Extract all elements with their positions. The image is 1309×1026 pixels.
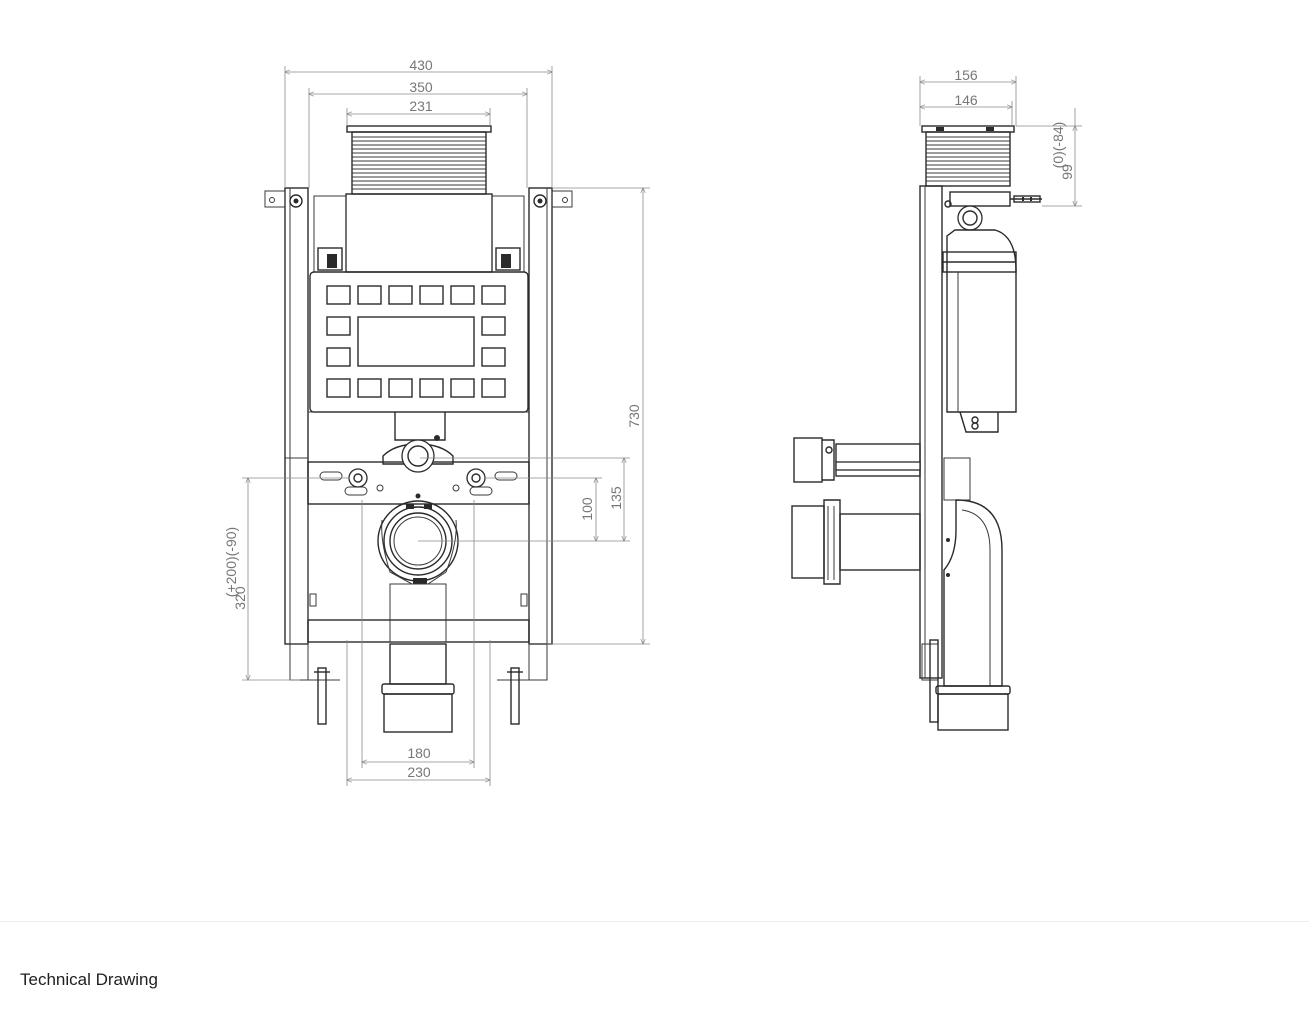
frame-legs [264, 187, 573, 725]
dim-label-350: 350 [409, 79, 433, 95]
cistern-body [309, 193, 529, 413]
dim-label-320: 320 [232, 586, 248, 610]
drawing-caption: Technical Drawing [20, 970, 158, 989]
dim-label-320-tolerance: (+200)(-90) [223, 527, 239, 597]
side-cistern [942, 191, 1042, 433]
dim-label-99-tolerance: (0)(-84) [1050, 122, 1066, 169]
footer-divider [0, 921, 1309, 922]
dim-label-135: 135 [608, 486, 624, 510]
dim-label-430: 430 [409, 57, 433, 73]
dim-label-100: 100 [579, 497, 595, 521]
side-dimensions [920, 76, 1082, 206]
dim-label-230: 230 [407, 764, 431, 780]
side-waste-bend [791, 499, 1011, 731]
front-view: 430 350 231 730 135 100 320 (+200)(-90) … [223, 57, 650, 786]
side-flush-pipe [793, 437, 971, 501]
dim-label-99: 99 [1059, 164, 1075, 180]
side-view: 156 146 99 (0)(-84) [791, 67, 1082, 731]
dim-label-231: 231 [409, 98, 433, 114]
side-dimension-labels: 156 146 99 (0)(-84) [954, 67, 1075, 180]
lower-frame [307, 411, 530, 733]
dim-label-180: 180 [407, 745, 431, 761]
front-dimension-labels: 430 350 231 730 135 100 320 (+200)(-90) … [223, 57, 642, 780]
cistern-top-grille [346, 125, 492, 195]
front-dimensions [242, 66, 650, 786]
dim-label-730: 730 [626, 404, 642, 428]
dim-label-156: 156 [954, 67, 978, 83]
side-top-grille [921, 125, 1015, 187]
side-frame-column [919, 185, 952, 723]
technical-drawing: 430 350 231 730 135 100 320 (+200)(-90) … [223, 57, 1082, 786]
dim-label-146: 146 [954, 92, 978, 108]
